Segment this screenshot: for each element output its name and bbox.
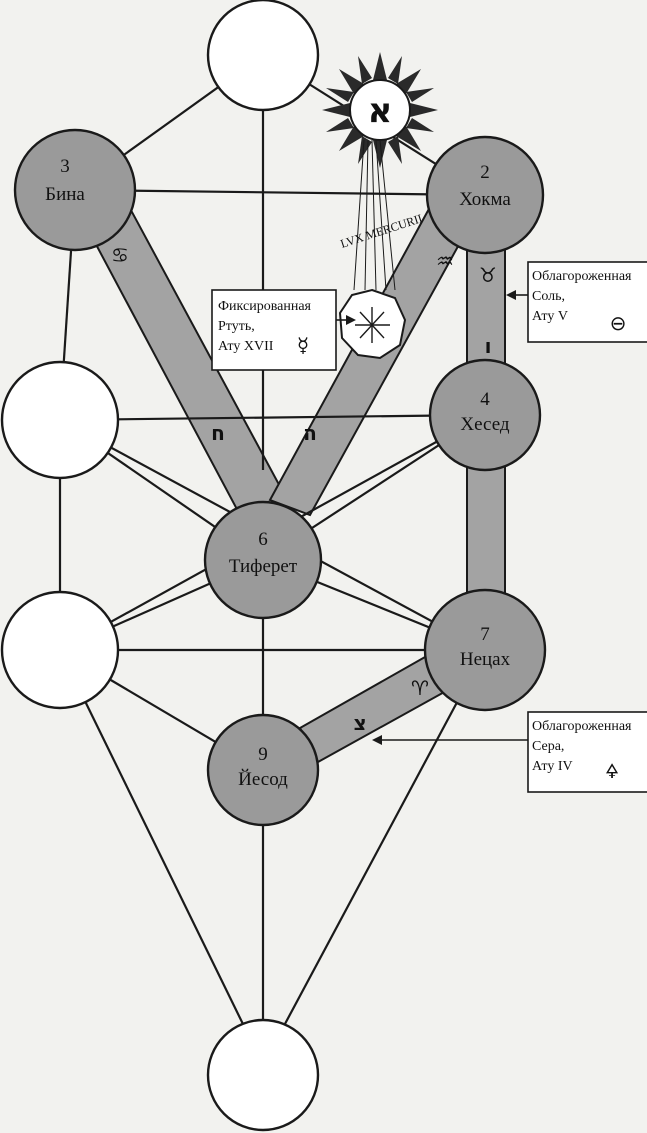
sulfur-line1: Облагороженная [532, 719, 632, 734]
chesed-chokmah-letter: ו [485, 334, 492, 358]
chokmah-number: 2 [480, 162, 490, 183]
sephira-binah [13, 128, 137, 252]
netzach-yesod-sign: ♈ [411, 676, 429, 700]
mercury-line3: Ату XVII [218, 339, 274, 354]
netzach-name: Нецах [460, 649, 511, 670]
box-mercury: Фиксированная Ртуть, Ату XVII ☿ [211, 289, 356, 371]
netzach-number: 7 [480, 624, 490, 645]
sephira-keter [206, 0, 320, 112]
yesod-name: Йесод [238, 769, 288, 790]
binah-side-sign: ♋ [111, 243, 129, 267]
sun-aleph: א [322, 52, 438, 168]
sephira-chesed [428, 358, 542, 472]
sephira-chokmah [425, 135, 545, 255]
mercury-line2: Ртуть, [218, 319, 255, 334]
netzach-yesod-letter: צ [353, 711, 366, 735]
salt-line1: Облагороженная [532, 269, 632, 284]
chesed-number: 4 [480, 389, 490, 410]
tiphareth-number: 6 [258, 529, 268, 550]
path-letters: ♋ ח ה ♒ ♉ ו ♈ צ [111, 243, 497, 735]
binah-number: 3 [60, 156, 70, 177]
box-sulfur: Облагороженная Сера, Ату IV 🜍 [372, 711, 647, 793]
chesed-name: Хесед [460, 414, 509, 435]
yesod-number: 9 [258, 744, 268, 765]
tiphareth-name: Тиферет [229, 556, 298, 577]
binah-name: Бина [45, 184, 85, 205]
sephirot-labels: 2 Хокма 3 Бина 4 Хесед 6 Тиферет 7 Нецах… [45, 156, 511, 790]
salt-line3: Ату V [532, 309, 568, 324]
sephira-yesod [206, 713, 320, 827]
sephira-netzach [423, 588, 547, 712]
chokmah-vav-sign: ♉ [479, 263, 497, 287]
sephira-geburah [0, 360, 120, 480]
box-salt: Облагороженная Соль, Ату V ⊖ [506, 261, 647, 343]
mercury-symbol: ☿ [297, 333, 309, 357]
sephira-tiphareth [203, 500, 323, 620]
chokmah-side-sign: ♒ [436, 249, 454, 273]
sephira-malkuth [206, 1018, 320, 1132]
chokmah-tiphareth-letter: ה [303, 421, 317, 445]
binah-tiphareth-letter: ח [211, 421, 225, 445]
sun-rays [322, 52, 438, 168]
aleph-letter: א [368, 91, 393, 131]
mercury-line1: Фиксированная [218, 299, 312, 314]
sulfur-line3: Ату IV [532, 759, 573, 774]
chokmah-name: Хокма [459, 189, 511, 210]
sephira-hod [0, 590, 120, 710]
sephirot [0, 0, 547, 1132]
salt-line2: Соль, [532, 289, 565, 304]
salt-symbol: ⊖ [610, 311, 627, 335]
sulfur-line2: Сера, [532, 739, 564, 754]
sulfur-symbol: 🜍 [605, 759, 619, 783]
